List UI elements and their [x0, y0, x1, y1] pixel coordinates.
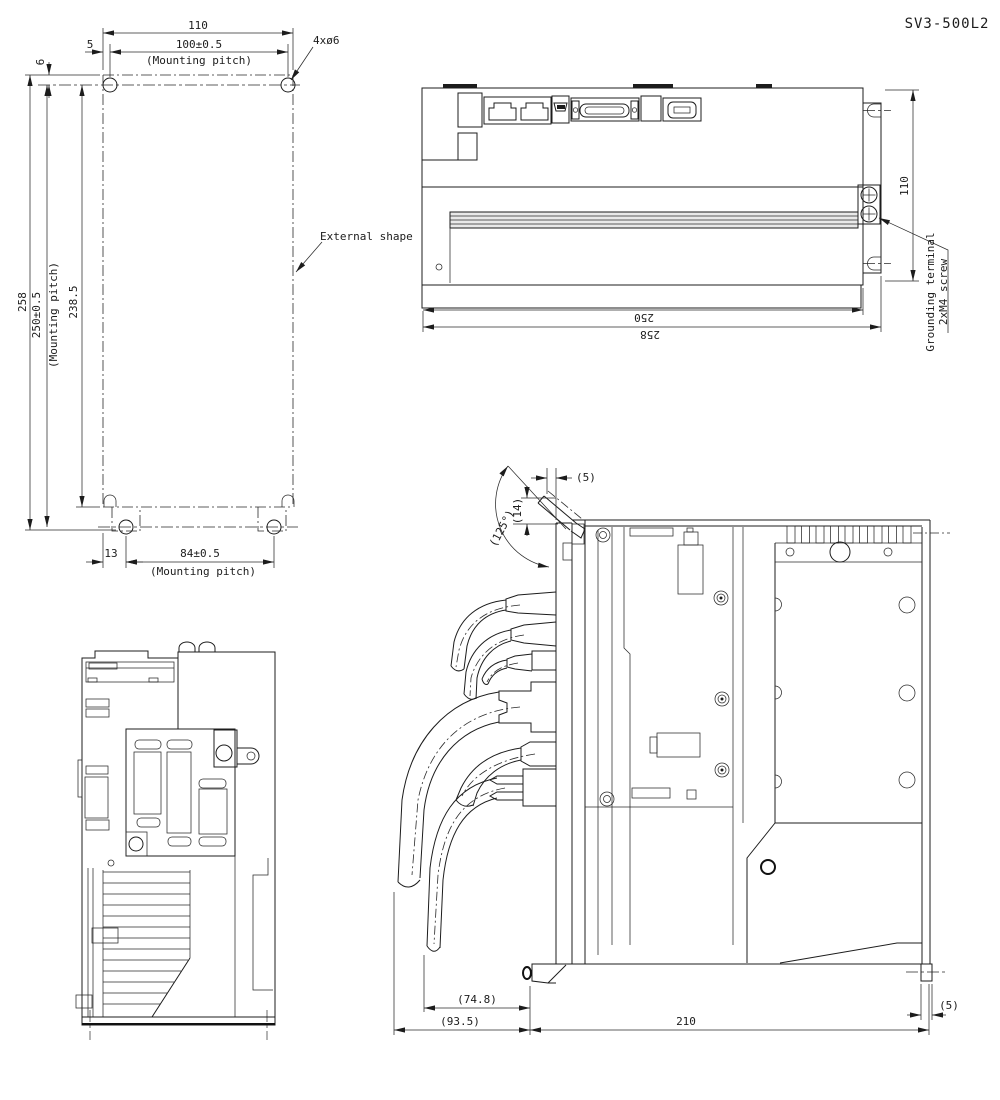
- side-tab: [236, 747, 260, 765]
- mounting-hole: [280, 77, 296, 93]
- dim-depth: 210: [676, 1015, 696, 1028]
- rj45-port-icon: [520, 102, 549, 121]
- knob: [198, 641, 216, 652]
- top-tab: [443, 84, 477, 88]
- knob: [178, 641, 196, 652]
- io-connector-bracket: [570, 97, 640, 122]
- panel-screws: [595, 527, 730, 807]
- dim-pitch-v: 250±0.5: [30, 292, 43, 338]
- grounding-screws: [857, 184, 881, 225]
- side-view: (5) (14) (125°) (74.8) (93.5) 210 (5): [393, 465, 959, 1035]
- dim-open-angle: (125°): [487, 508, 517, 549]
- dim-overall-height: 258: [16, 292, 29, 312]
- dim-pitch-bottom-note: (Mounting pitch): [150, 565, 256, 578]
- connector-row: [483, 95, 702, 125]
- dim-top-height: 110: [898, 176, 911, 196]
- top-tab: [633, 84, 673, 88]
- panel-screw: [128, 836, 144, 852]
- mounting-hole: [118, 519, 134, 535]
- rear-foot: [920, 963, 933, 982]
- external-shape-label: External shape: [320, 230, 413, 243]
- blank-connector: [640, 95, 662, 122]
- cables: [397, 591, 557, 952]
- dim-top-overall: 258: [640, 328, 660, 341]
- dim-rear-foot: (5): [939, 999, 959, 1012]
- usb-bracket: [551, 95, 570, 124]
- mounting-hole: [266, 519, 282, 535]
- front-view: [75, 641, 276, 1040]
- dim-overall-width: 110: [188, 19, 208, 32]
- rear-vent-slots: [786, 525, 912, 544]
- top-tab: [756, 84, 772, 88]
- top-view: 110 250 258 Grounding terminal 2xM4 scre…: [421, 84, 950, 352]
- internal-components: [629, 527, 704, 800]
- front-mounting-view: 110 100±0.5 (Mounting pitch) 5 6 4xø6 Ex…: [16, 19, 413, 578]
- rj45-port-icon: [488, 102, 517, 121]
- mini-usb-port-icon: [553, 102, 568, 112]
- dim-offset-6: 6: [34, 59, 47, 66]
- dim-top-body: 250: [634, 311, 654, 324]
- dim-pitch-bottom: 84±0.5: [180, 547, 220, 560]
- dim-inner-height: 238.5: [67, 285, 80, 318]
- dim-latch-height: (14): [511, 498, 524, 525]
- rj45-bracket: [483, 96, 552, 125]
- encoder-bracket: [662, 97, 702, 122]
- grounding-note-line2: 2xM4 screw: [937, 259, 950, 326]
- chassis-hole: [760, 859, 776, 875]
- holes-note: 4xø6: [313, 34, 340, 47]
- mounting-hole: [102, 77, 118, 93]
- dim-cable-overall: (93.5): [440, 1015, 480, 1028]
- capacitor: [677, 544, 704, 595]
- io-connector-icon: [579, 103, 630, 118]
- front-foot: [522, 966, 532, 980]
- dim-latch-protrusion: (5): [576, 471, 596, 484]
- grounding-note-line1: Grounding terminal: [924, 232, 937, 351]
- dim-cable-clearance: (74.8): [457, 993, 497, 1006]
- vent-louvers: [87, 868, 191, 1018]
- dim-pitch-h: 100±0.5: [176, 38, 222, 51]
- encoder-port-icon: [667, 101, 697, 119]
- mounting-flange: [862, 102, 882, 274]
- dim-offset-5: 5: [87, 38, 94, 51]
- dim-offset-13: 13: [104, 547, 117, 560]
- drawing-title: SV3-500L2: [905, 16, 990, 32]
- dim-pitch-v-note: (Mounting pitch): [47, 262, 60, 368]
- terminal-panel: [125, 728, 236, 857]
- dim-pitch-h-note: (Mounting pitch): [146, 54, 252, 67]
